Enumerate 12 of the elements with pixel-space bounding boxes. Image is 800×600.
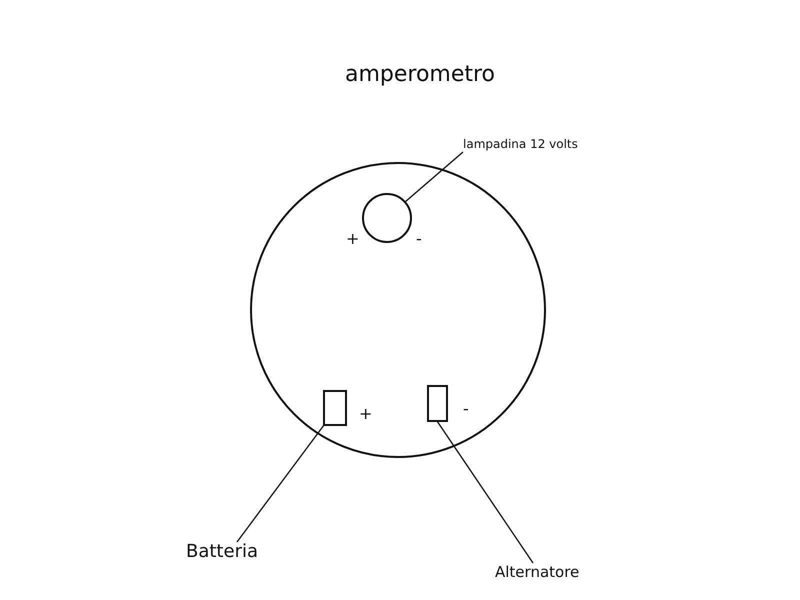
leader-line <box>236 424 325 542</box>
callout-label: Batteria <box>186 541 258 563</box>
polarity-sign: + <box>346 231 360 247</box>
diagram-title: amperometro <box>344 62 496 87</box>
meter-face-circle <box>250 162 546 458</box>
polarity-sign: + <box>359 406 372 422</box>
polarity-sign: - <box>416 231 422 247</box>
leader-line <box>404 152 464 202</box>
callout-label: lampadina 12 volts <box>463 137 578 152</box>
leader-line <box>436 420 534 564</box>
polarity-sign: - <box>463 401 469 417</box>
callout-label: Alternatore <box>495 563 580 581</box>
